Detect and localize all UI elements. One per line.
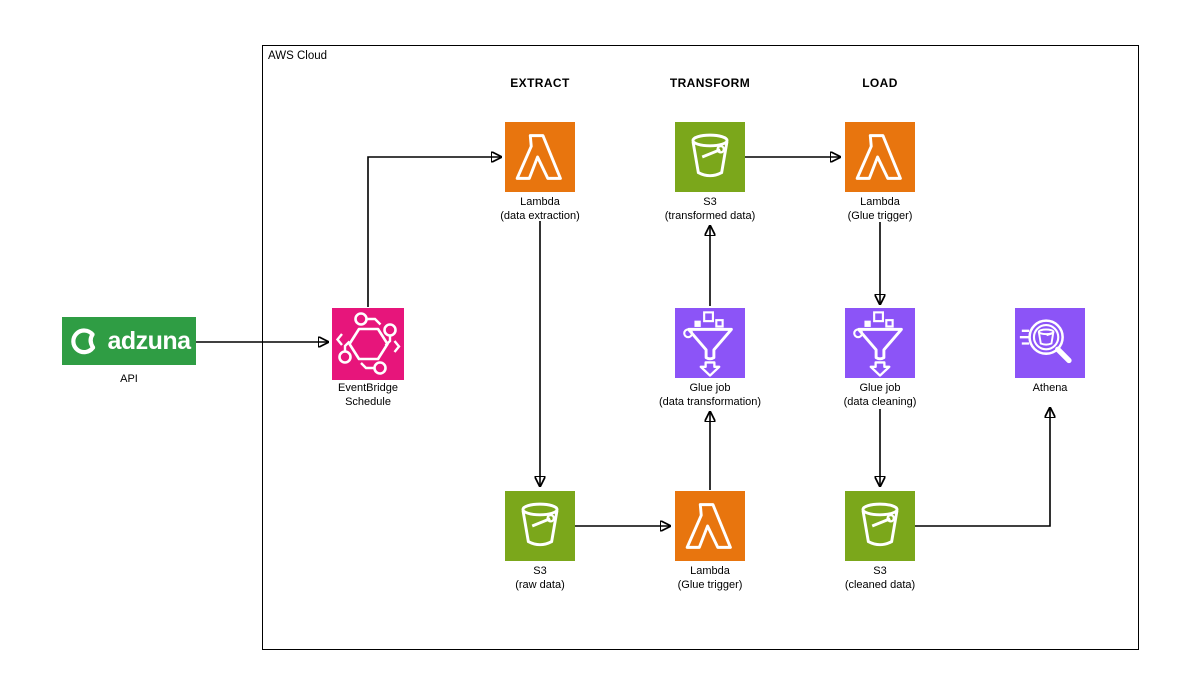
lambda-glue-trigger-bottom-node	[675, 491, 745, 561]
aws-cloud-label: AWS Cloud	[268, 50, 328, 62]
glue-job-cleaning-label: Glue job (data cleaning)	[843, 382, 917, 408]
stage-header-load: LOAD	[862, 76, 898, 90]
api-label: API	[120, 373, 138, 385]
adzuna-mark-icon	[71, 328, 96, 355]
s3-transformed-node	[675, 122, 745, 192]
stage-header-transform: TRANSFORM	[669, 76, 751, 90]
glue-job-transformation-label: Glue job (data transformation)	[658, 382, 762, 408]
lambda-data-extraction-label: Lambda (data extraction)	[500, 196, 580, 222]
s3-raw-label: S3 (raw data)	[515, 565, 565, 591]
arrow-s3-cleaned-to-athena	[915, 408, 1050, 527]
lambda-data-extraction-node	[505, 122, 575, 192]
lambda-glue-trigger-bottom-label: Lambda (Glue trigger)	[677, 565, 743, 591]
lambda-icon	[515, 134, 562, 180]
s3-cleaned-label: S3 (cleaned data)	[844, 565, 916, 591]
eventbridge-icon	[335, 312, 401, 375]
athena-magnifier-icon	[1019, 319, 1072, 364]
s3-cleaned-node	[845, 491, 915, 561]
stage-header-extract: EXTRACT	[510, 76, 570, 90]
s3-transformed-label: S3 (transformed data)	[664, 196, 756, 222]
s3-bucket-icon	[691, 133, 729, 178]
aws-cloud-boundary: AWS Cloud	[262, 45, 1139, 650]
lambda-icon	[685, 503, 732, 549]
s3-bucket-icon	[521, 502, 559, 547]
adzuna-logo: adzuna	[62, 317, 196, 365]
athena-label: Athena	[1032, 382, 1068, 394]
arrow-eventbridge-to-lambda-extract	[367, 157, 501, 307]
glue-job-cleaning-node	[845, 308, 915, 378]
glue-funnel-icon	[683, 311, 733, 377]
athena-node	[1015, 308, 1085, 378]
adzuna-wordmark: adzuna	[107, 326, 191, 355]
lambda-icon	[855, 134, 902, 180]
glue-job-transformation-node	[675, 308, 745, 378]
s3-raw-node	[505, 491, 575, 561]
eventbridge-label: EventBridge Schedule	[338, 382, 398, 408]
lambda-glue-trigger-top-label: Lambda (Glue trigger)	[847, 196, 913, 222]
eventbridge-schedule-node	[332, 308, 404, 380]
s3-bucket-icon	[861, 502, 899, 547]
glue-funnel-icon	[853, 311, 903, 377]
lambda-glue-trigger-top-node	[845, 122, 915, 192]
